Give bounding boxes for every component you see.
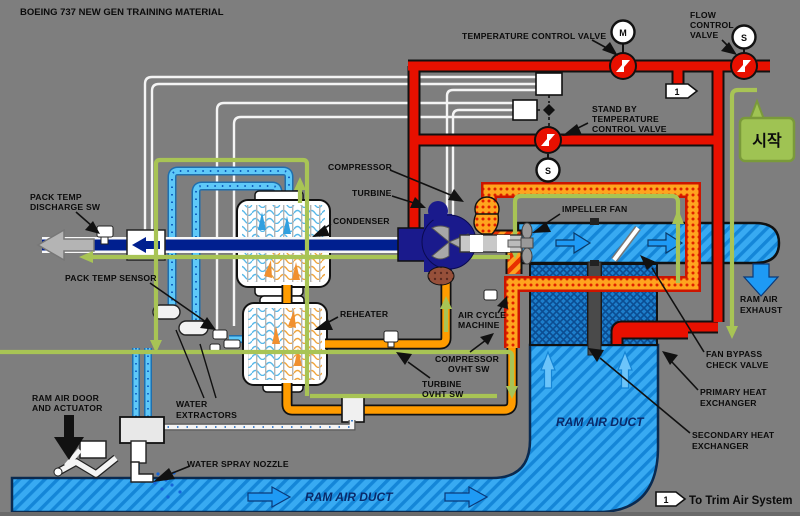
label-water-ext-1: WATER: [176, 399, 208, 409]
label-ram-duct-vertical: RAM AIR DUCT: [556, 415, 645, 429]
motor-symbol: M: [610, 19, 636, 45]
label-turbine: TURBINE: [352, 188, 392, 198]
label-pack-temp-discharge-1: PACK TEMP: [30, 192, 82, 202]
air-cycle-machine: [397, 196, 534, 286]
temperature-control-valve: [609, 44, 637, 80]
ram-exhaust-arrow: [742, 263, 780, 297]
water-extractors: [152, 304, 241, 352]
water-extractor-inline: [341, 396, 365, 423]
label-water-ext-2: EXTRACTORS: [176, 410, 237, 420]
start-button[interactable]: 시작: [738, 98, 796, 163]
svg-text:S: S: [741, 33, 747, 43]
label-acm-2: MACHINE: [458, 320, 500, 330]
ram-air-duct: [0, 343, 800, 516]
pack-temp-sensor-cluster: [209, 329, 241, 352]
fan-exhaust-duct: [516, 221, 781, 265]
label-tcv: TEMPERATURE CONTROL VALVE: [462, 31, 606, 41]
label-ram-exhaust-2: EXHAUST: [740, 305, 783, 315]
exhaust-flow-arrow: [555, 231, 592, 255]
label-ram-exhaust-1: RAM AIR: [740, 294, 778, 304]
svg-text:1: 1: [663, 495, 668, 505]
label-comp-ovht-2: OVHT SW: [448, 364, 490, 374]
duct-up-arrow: [617, 350, 633, 389]
impeller-fan: [507, 222, 534, 265]
label-fcv-1: FLOW: [690, 10, 717, 20]
label-secondary-hx-2: EXCHANGER: [692, 441, 749, 451]
label-turb-ovht-1: TURBINE: [422, 379, 462, 389]
trim-air-marker-bottom: 1: [655, 491, 687, 507]
label-impeller-fan: IMPELLER FAN: [562, 204, 627, 214]
label-secondary-hx-1: SECONDARY HEAT: [692, 430, 775, 440]
standby-temperature-control-valve: [534, 126, 562, 158]
label-sbtcv-2: TEMPERATURE: [592, 114, 659, 124]
exhaust-flow-arrow: [647, 231, 684, 255]
label-reheater: REHEATER: [340, 309, 389, 319]
label-fan-bypass-1: FAN BYPASS: [706, 349, 762, 359]
label-fcv-3: VALVE: [690, 30, 718, 40]
label-comp-ovht-1: COMPRESSOR: [435, 354, 500, 364]
solenoid-symbol-standby: S: [535, 157, 561, 183]
label-turb-ovht-2: OVHT SW: [422, 389, 464, 399]
acm-seal: [427, 266, 455, 286]
label-primary-hx-1: PRIMARY HEAT: [700, 387, 767, 397]
label-condenser: CONDENSER: [333, 216, 390, 226]
hx-divider-bar: [587, 261, 602, 356]
water-collector: [119, 416, 165, 444]
water-spray-nozzle: [130, 440, 154, 483]
duct-flow-arrow: [247, 485, 292, 509]
flow-control-valve: [730, 49, 758, 80]
solenoid-symbol-flow: S: [731, 24, 757, 50]
reheater: [242, 295, 328, 393]
pack-discharge-pipe: [36, 225, 405, 262]
label-ram-door-1: RAM AIR DOOR: [32, 393, 100, 403]
ram-air-door-actuator: [53, 440, 119, 478]
label-ram-door-2: AND ACTUATOR: [32, 403, 103, 413]
label-pack-temp-sensor: PACK TEMP SENSOR: [65, 273, 157, 283]
control-lines: [143, 75, 538, 330]
label-water-spray: WATER SPRAY NOZZLE: [187, 459, 289, 469]
pack-air-pipes: [281, 280, 518, 423]
label-to-trim: To Trim Air System: [689, 495, 793, 507]
label-compressor: COMPRESSOR: [328, 162, 393, 172]
label-sbtcv-3: CONTROL VALVE: [592, 124, 667, 134]
svg-text:S: S: [545, 166, 551, 176]
label-ram-duct-bottom: RAM AIR DUCT: [305, 490, 394, 504]
label-acm-1: AIR CYCLE: [458, 310, 506, 320]
fan-bypass-check-valve-flap: [612, 226, 640, 262]
compressor-ovht-switch: [483, 289, 498, 301]
start-button-label: 시작: [752, 132, 782, 150]
svg-text:1: 1: [674, 87, 679, 97]
discharge-direction-arrow: [36, 228, 95, 262]
turbine-ovht-switch: [383, 330, 399, 348]
label-fcv-2: CONTROL: [690, 20, 734, 30]
compressor-scroll: [473, 196, 500, 235]
water-system: [53, 416, 356, 499]
trim-air-marker-top: 1: [665, 83, 699, 99]
label-primary-hx-2: EXCHANGER: [700, 398, 757, 408]
svg-text:M: M: [619, 28, 627, 38]
label-pack-temp-discharge-2: DISCHARGE SW: [30, 202, 101, 212]
label-fan-bypass-2: CHECK VALVE: [706, 360, 769, 370]
duct-up-arrow: [540, 350, 556, 389]
sensing-lines: [0, 87, 757, 399]
duct-flow-arrow: [444, 485, 489, 509]
page-title: BOEING 737 NEW GEN TRAINING MATERIAL: [20, 7, 224, 18]
labels: BOEING 737 NEW GEN TRAINING MATERIAL TEM…: [20, 7, 793, 507]
label-sbtcv-1: STAND BY: [592, 104, 637, 114]
